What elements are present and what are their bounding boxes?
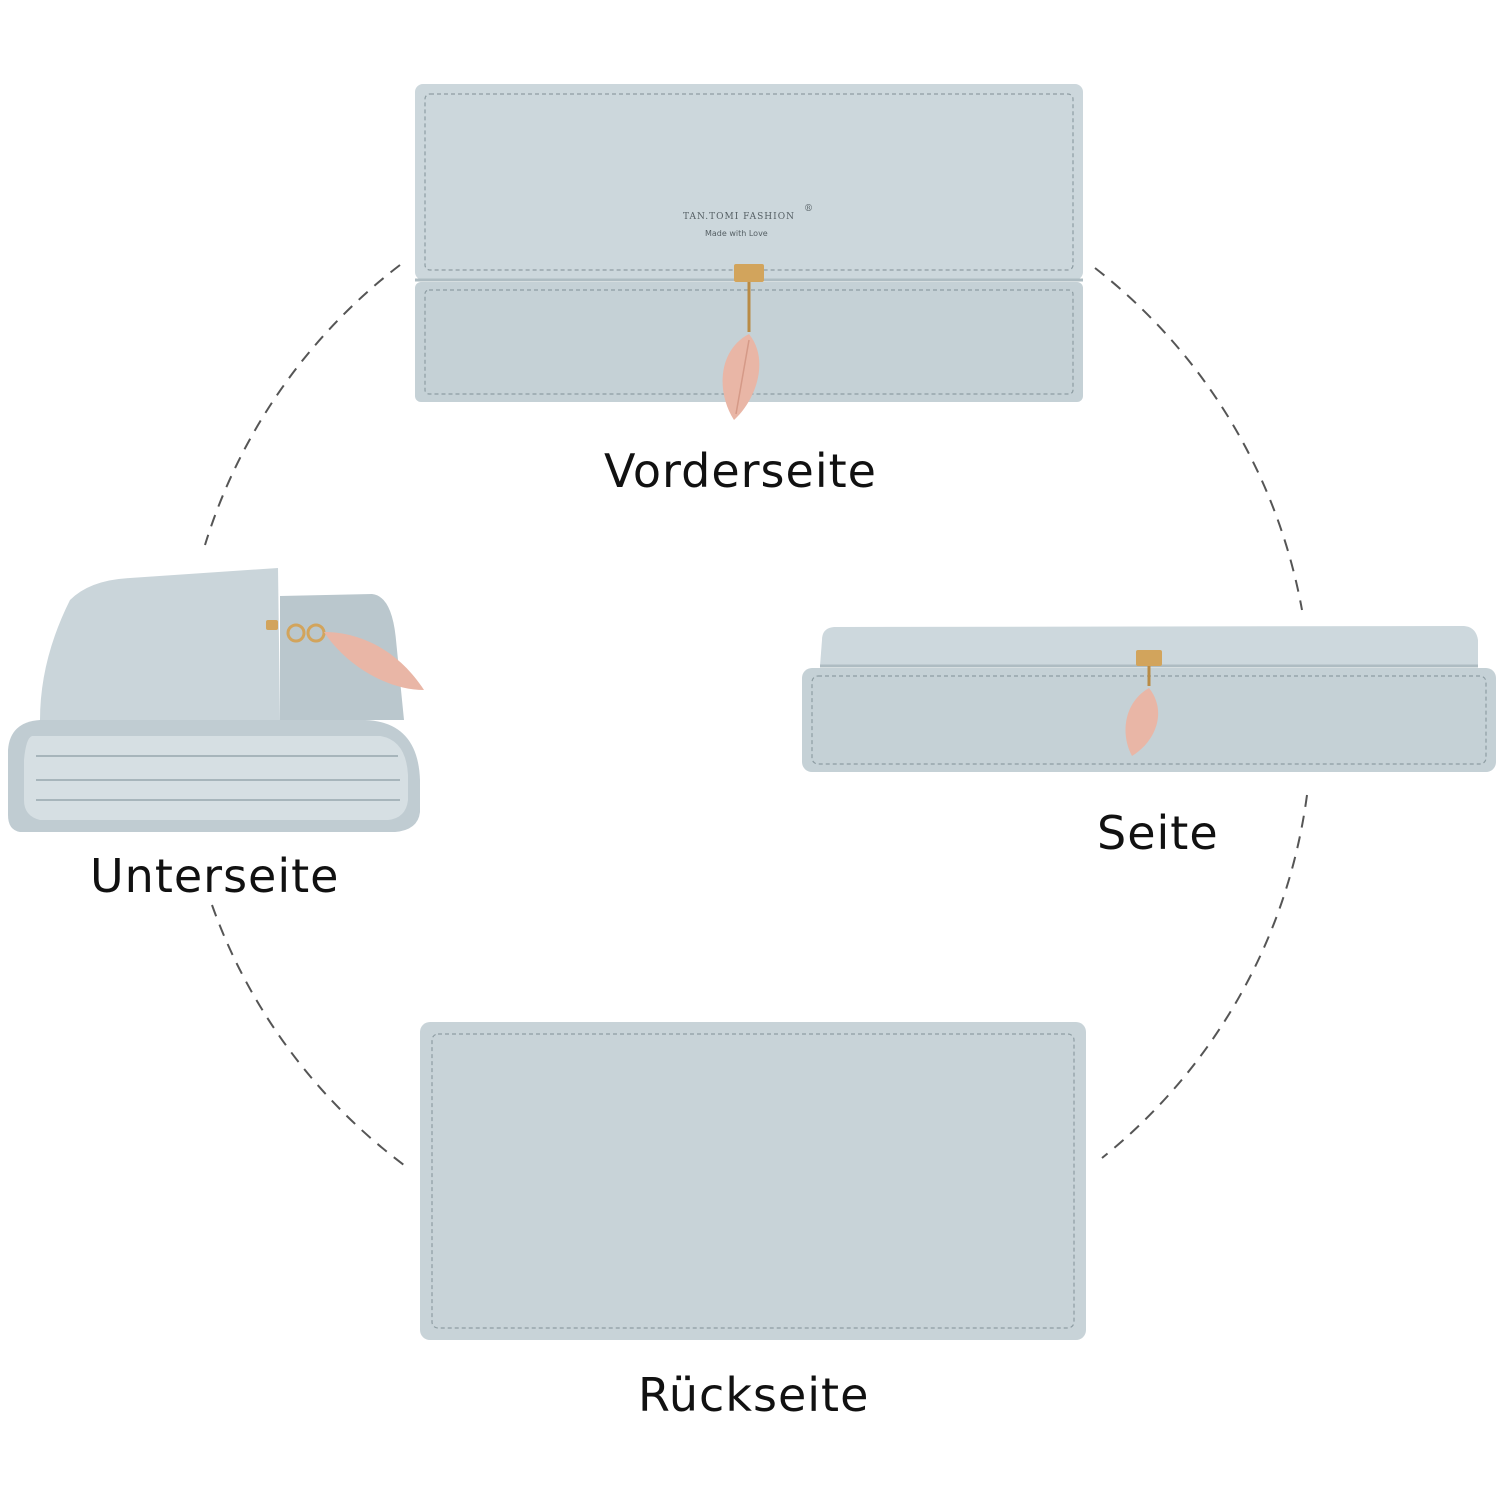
wallet-side — [802, 626, 1496, 772]
label-side: Seite — [1097, 806, 1219, 860]
wallet-back — [420, 1022, 1086, 1340]
wallet-bottom — [8, 568, 424, 832]
brand-tagline: Made with Love — [705, 229, 768, 238]
brand-name: TAN.TOMI FASHION — [683, 212, 795, 222]
registered-mark: ® — [804, 204, 814, 214]
wallet-front — [415, 84, 1083, 420]
label-back: Rückseite — [638, 1368, 870, 1422]
label-front: Vorderseite — [604, 444, 877, 498]
label-bottom: Unterseite — [90, 849, 340, 903]
dashed-circle — [204, 264, 1308, 1169]
